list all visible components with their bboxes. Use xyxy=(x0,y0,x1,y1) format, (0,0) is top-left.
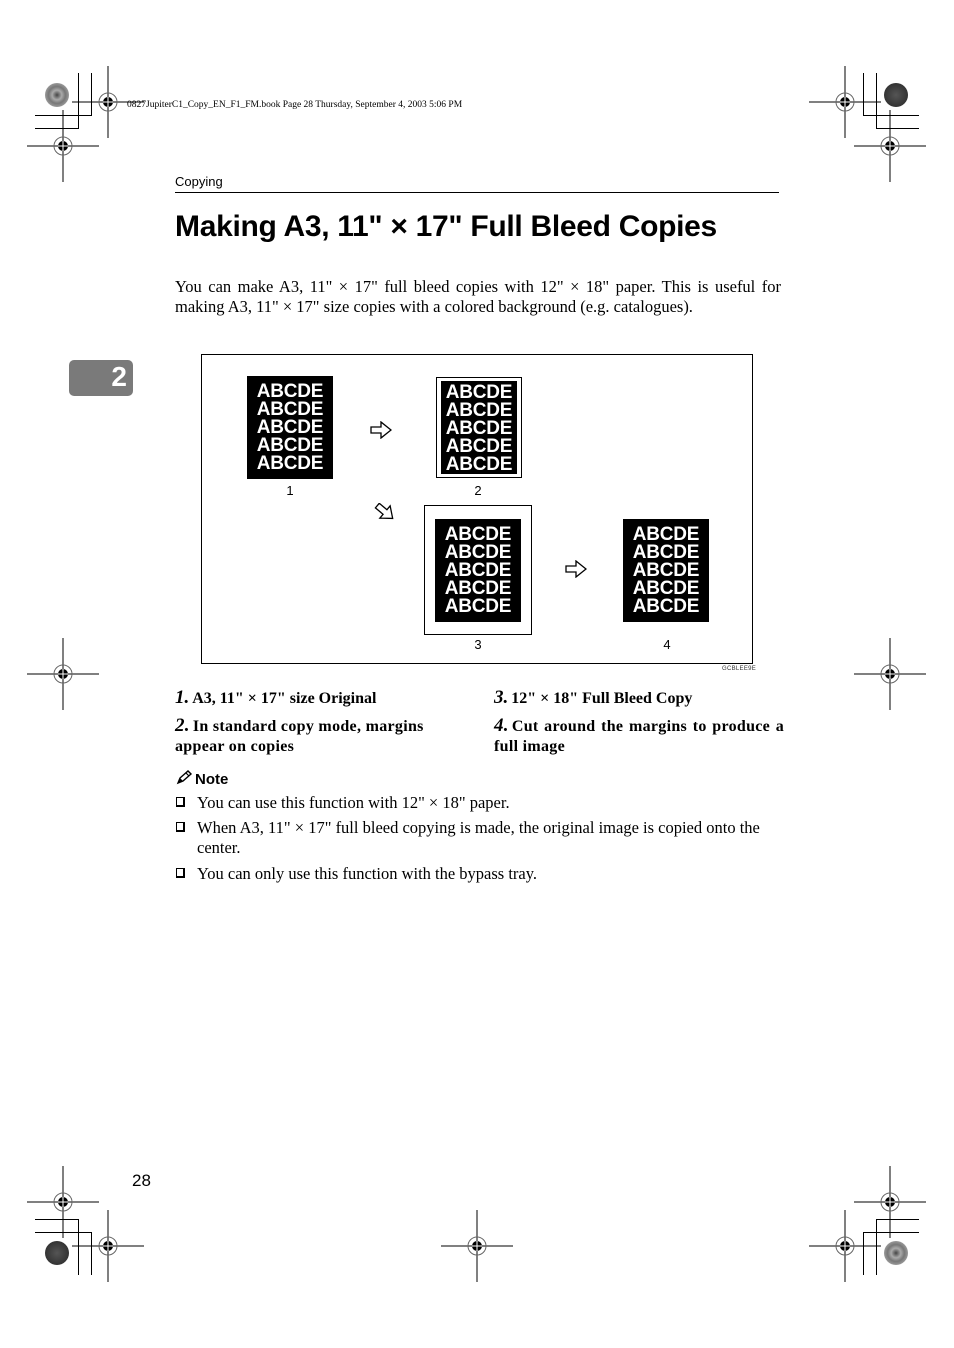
crop-line xyxy=(876,73,877,128)
note-item: You can use this function with 12" × 18"… xyxy=(175,793,779,813)
arrow-right-icon xyxy=(565,560,587,578)
sample-text-row: ABCDE xyxy=(444,542,512,563)
sample-text-row: ABCDE xyxy=(256,435,324,456)
sample-text-row: ABCDE xyxy=(256,453,324,474)
note-item-text: You can use this function with 12" × 18"… xyxy=(197,793,510,812)
caption-text: A3, 11" × 17" size Original xyxy=(192,690,377,707)
sample-text-row: ABCDE xyxy=(445,436,513,457)
crop-line xyxy=(78,73,79,128)
chapter-tab: 2 xyxy=(69,360,133,396)
sample-text-row: ABCDE xyxy=(632,524,700,545)
crop-line xyxy=(78,1219,79,1275)
note-item: When A3, 11" × 17" full bleed copying is… xyxy=(175,818,779,858)
section-divider xyxy=(175,192,779,193)
sample-text-row: ABCDE xyxy=(632,560,700,581)
caption-4: 4.Cut around the margins to produce a fu… xyxy=(494,716,784,757)
sample-text-row: ABCDE xyxy=(444,578,512,599)
checkbox-bullet-icon xyxy=(176,797,185,807)
caption-3: 3.12" × 18" Full Bleed Copy xyxy=(494,688,784,709)
sample-text-row: ABCDE xyxy=(445,418,513,439)
caption-text: Cut around the margins to produce a full… xyxy=(494,718,784,755)
crop-line xyxy=(863,73,864,115)
note-heading: Note xyxy=(175,770,228,788)
pencil-icon xyxy=(176,770,193,785)
figure-code: GCBLEE9E xyxy=(722,666,757,672)
page-number: 28 xyxy=(132,1171,151,1190)
copied-image-with-margins: ABCDE ABCDE ABCDE ABCDE ABCDE xyxy=(441,381,517,474)
note-title: Note xyxy=(195,771,229,788)
original-document: ABCDE ABCDE ABCDE ABCDE ABCDE xyxy=(247,376,333,479)
full-bleed-copy-paper: ABCDE ABCDE ABCDE ABCDE ABCDE xyxy=(424,505,532,635)
caption-1: 1.A3, 11" × 17" size Original xyxy=(175,688,465,709)
full-bleed-figure: ABCDE ABCDE ABCDE ABCDE ABCDE 1 ABCDE AB… xyxy=(201,354,753,664)
crop-line xyxy=(876,1219,919,1220)
sample-text-row: ABCDE xyxy=(445,400,513,421)
crop-line xyxy=(91,1232,92,1275)
sample-text-row: ABCDE xyxy=(256,399,324,420)
sample-text-row: ABCDE xyxy=(256,381,324,402)
caption-number: 1. xyxy=(175,687,190,708)
crop-line xyxy=(876,128,919,129)
figure-label-3: 3 xyxy=(474,637,482,652)
sample-text-row: ABCDE xyxy=(632,578,700,599)
crop-line xyxy=(863,1232,919,1233)
caption-2: 2.In standard copy mode, margins appear … xyxy=(175,716,465,757)
sample-text-row: ABCDE xyxy=(632,596,700,617)
note-item-text: When A3, 11" × 17" full bleed copying is… xyxy=(197,818,760,857)
figure-label-2: 2 xyxy=(474,483,482,498)
sample-text-row: ABCDE xyxy=(632,542,700,563)
crop-line xyxy=(863,1232,864,1275)
standard-copy-paper: ABCDE ABCDE ABCDE ABCDE ABCDE xyxy=(436,377,522,478)
sample-text-row: ABCDE xyxy=(445,382,513,403)
crop-line xyxy=(91,73,92,115)
page-title: Making A3, 11" × 17" Full Bleed Copies xyxy=(175,210,717,243)
crop-line xyxy=(35,1219,79,1220)
sample-text-row: ABCDE xyxy=(444,560,512,581)
note-item: You can only use this function with the … xyxy=(175,864,779,884)
sample-text-row: ABCDE xyxy=(444,596,512,617)
figure-label-1: 1 xyxy=(286,483,294,498)
caption-text: In standard copy mode, margins appear on… xyxy=(175,718,424,755)
caption-text: 12" × 18" Full Bleed Copy xyxy=(511,690,693,707)
figure-label-4: 4 xyxy=(663,637,671,652)
caption-number: 4. xyxy=(494,715,509,736)
intro-paragraph: You can make A3, 11" × 17" full bleed co… xyxy=(175,277,781,316)
print-job-header: 0827JupiterC1_Copy_EN_F1_FM.book Page 28… xyxy=(127,100,463,110)
crop-line xyxy=(863,115,919,116)
chapter-number: 2 xyxy=(111,361,127,392)
caption-number: 2. xyxy=(175,715,190,736)
note-item-text: You can only use this function with the … xyxy=(197,864,538,883)
crop-line xyxy=(876,1219,877,1275)
trimmed-full-image: ABCDE ABCDE ABCDE ABCDE ABCDE xyxy=(623,519,709,622)
sample-text-row: ABCDE xyxy=(444,524,512,545)
caption-number: 3. xyxy=(494,687,509,708)
arrow-down-right-icon xyxy=(374,503,394,520)
full-bleed-image: ABCDE ABCDE ABCDE ABCDE ABCDE xyxy=(435,519,521,622)
sample-text-row: ABCDE xyxy=(256,417,324,438)
sample-text-row: ABCDE xyxy=(445,454,513,475)
section-label: Copying xyxy=(175,174,223,189)
crop-line xyxy=(35,128,79,129)
checkbox-bullet-icon xyxy=(176,822,185,832)
arrow-right-icon xyxy=(370,421,392,439)
checkbox-bullet-icon xyxy=(176,868,185,878)
